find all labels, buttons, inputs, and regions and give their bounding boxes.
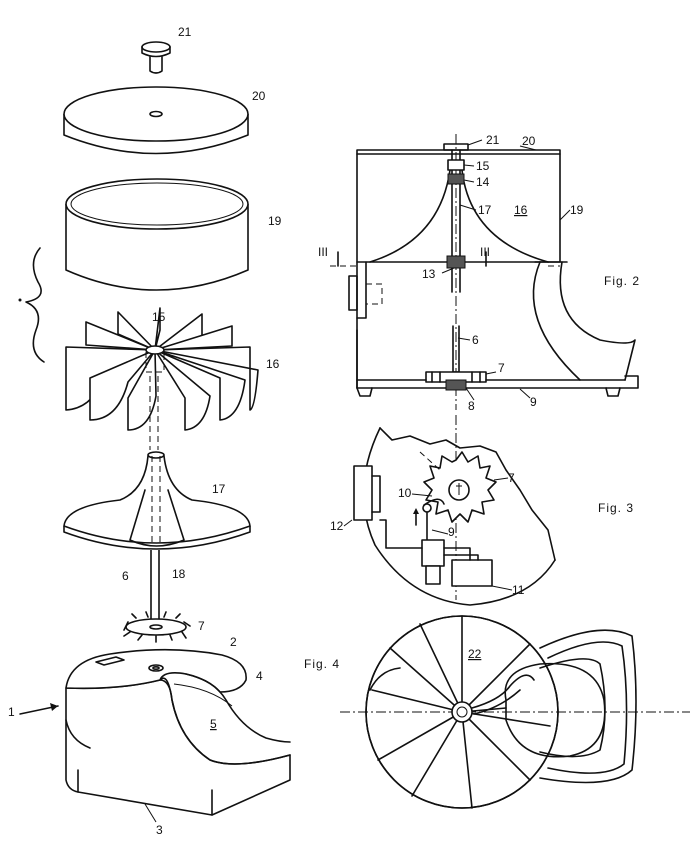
numeral-21-fig2: 21	[486, 133, 500, 147]
part-17-cone	[63, 451, 251, 550]
fig3-detail-view: 7 10 9 11 12 Fig. 3	[330, 415, 634, 606]
numeral-20: 20	[252, 89, 266, 103]
numeral-6-fig2: 6	[472, 333, 479, 347]
numeral-5: 5	[210, 717, 217, 731]
part-1-base-housing	[65, 648, 291, 816]
numeral-7: 7	[198, 619, 205, 633]
numeral-10-fig3: 10	[398, 486, 412, 500]
fig4-plan-view: 22 Fig. 4	[304, 615, 690, 809]
fig3-gear-7	[423, 451, 497, 523]
numeral-6: 6	[122, 569, 129, 583]
numeral-19-fig2: 19	[570, 203, 584, 217]
numeral-16-fig2: 16	[514, 203, 528, 217]
part-21-knob	[141, 41, 171, 74]
numeral-15: 15	[152, 310, 166, 324]
numeral-21: 21	[178, 25, 192, 39]
numeral-2: 2	[230, 635, 237, 649]
numeral-22-fig4: 22	[468, 647, 482, 661]
numeral-14-fig2: 14	[476, 175, 490, 189]
assembly-brace	[25, 247, 45, 363]
part-6-shaft	[150, 550, 160, 621]
part-16-impeller	[65, 307, 259, 431]
fig4-label: Fig. 4	[304, 657, 340, 671]
numeral-17: 17	[212, 482, 226, 496]
numeral-15-fig2: 15	[476, 159, 490, 173]
numeral-17-fig2: 17	[478, 203, 492, 217]
section-mark-left: III	[318, 245, 328, 259]
numeral-18: 18	[172, 567, 186, 581]
numeral-8-fig2: 8	[468, 399, 475, 413]
numeral-4: 4	[256, 669, 263, 683]
numeral-13-fig2: 13	[422, 267, 436, 281]
fig3-label: Fig. 3	[598, 501, 634, 515]
numeral-11-fig3: 11	[512, 583, 525, 597]
numeral-3: 3	[156, 823, 163, 837]
numeral-7-fig2: 7	[498, 361, 505, 375]
numeral-16: 16	[266, 357, 280, 371]
part-20-lid	[63, 86, 249, 155]
numeral-12-fig3: 12	[330, 519, 344, 533]
numeral-19: 19	[268, 214, 282, 228]
numeral-1: 1	[8, 705, 15, 719]
fig2-label: Fig. 2	[604, 274, 640, 288]
numeral-7-fig3: 7	[508, 471, 515, 485]
part-19-drum	[65, 178, 249, 291]
numeral-9-fig2: 9	[530, 395, 537, 409]
part-7-gear	[123, 611, 191, 643]
fig2-section-view: 21 20 15 14 17 16 19 13 6 7 8 9 III III …	[318, 133, 640, 413]
fig1-exploded-view: 21 20 19	[8, 25, 291, 837]
numeral-20-fig2: 20	[522, 134, 536, 148]
numeral-9-fig3: 9	[448, 525, 455, 539]
section-mark-right: III	[480, 245, 490, 259]
